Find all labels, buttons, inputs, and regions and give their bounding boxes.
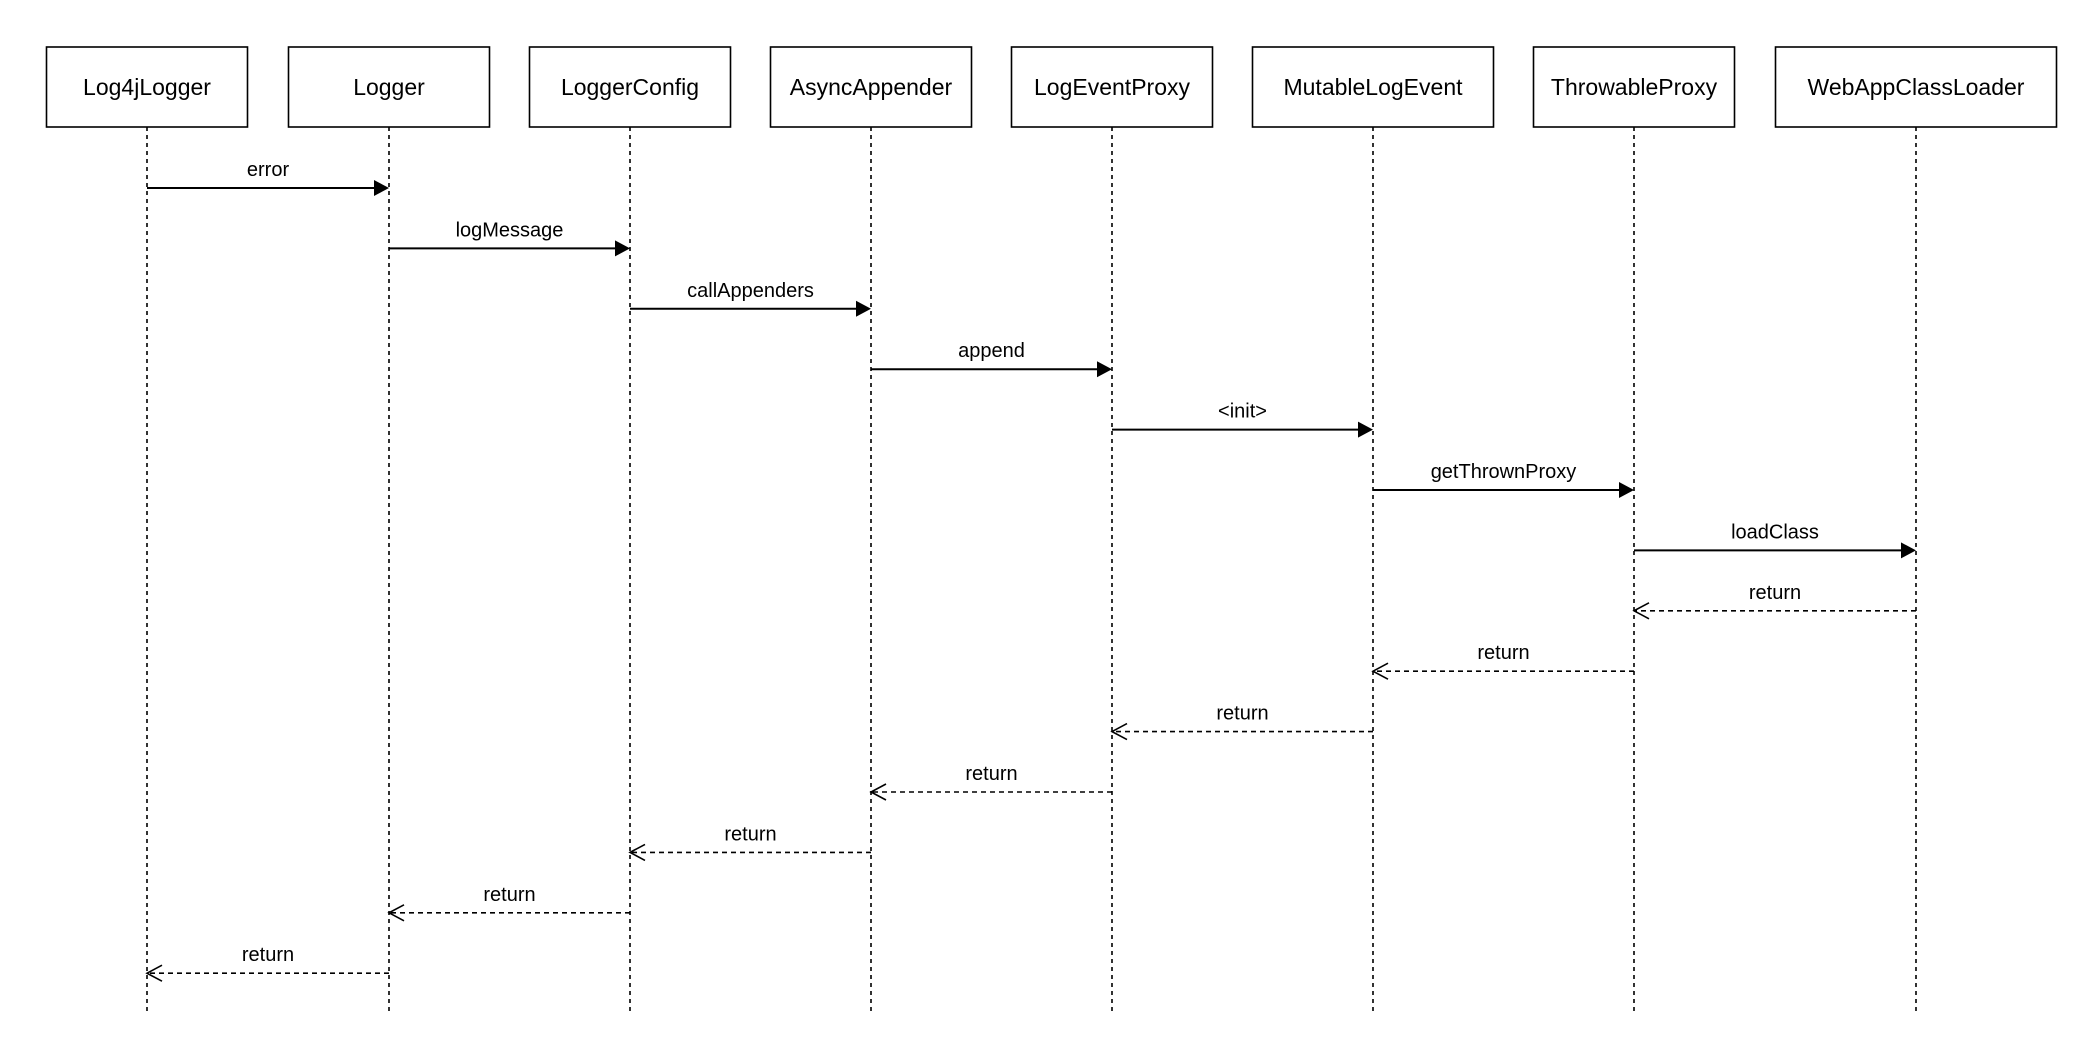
message-14: return xyxy=(145,944,389,982)
participant-box-loggerconfig xyxy=(528,46,732,128)
arrowhead-open-icon xyxy=(387,904,405,922)
messages-group: error logMessage callAppenders append <init>… xyxy=(145,159,1916,982)
participant-box-logger xyxy=(287,46,491,128)
message-7: loadClass xyxy=(1634,521,1916,559)
arrowhead-open-icon xyxy=(1632,602,1650,620)
participant-loggerconfig: LoggerConfig xyxy=(528,46,732,128)
participant-label-throwableproxy: ThrowableProxy xyxy=(1551,74,1718,100)
message-label: callAppenders xyxy=(687,280,814,302)
participant-label-logger: Logger xyxy=(353,74,425,100)
message-label: append xyxy=(958,340,1025,362)
message-1: error xyxy=(147,159,389,196)
message-label: <init> xyxy=(1218,401,1267,423)
message-5: <init> xyxy=(1112,401,1373,438)
arrowhead-open-icon xyxy=(869,783,887,801)
participant-throwableproxy: ThrowableProxy xyxy=(1532,46,1736,128)
message-label: return xyxy=(242,944,294,966)
arrowhead-filled-icon xyxy=(1358,421,1373,438)
arrowhead-open-icon xyxy=(1110,722,1128,741)
message-3: callAppenders xyxy=(630,280,871,317)
message-8: return xyxy=(1632,582,1916,620)
message-label: return xyxy=(1216,703,1268,725)
arrowhead-filled-icon xyxy=(1619,482,1634,498)
message-label: getThrownProxy xyxy=(1431,461,1577,483)
arrowhead-filled-icon xyxy=(1901,542,1916,559)
message-6: getThrownProxy xyxy=(1373,461,1634,498)
participant-box-log4jlogger xyxy=(45,46,249,128)
message-label: return xyxy=(483,884,535,906)
participant-box-throwableproxy xyxy=(1532,46,1736,128)
message-11: return xyxy=(869,763,1112,801)
message-label: error xyxy=(247,159,290,181)
participant-logger: Logger xyxy=(287,46,491,128)
participant-label-mutablelogevent: MutableLogEvent xyxy=(1283,74,1463,100)
message-label: return xyxy=(1749,582,1801,604)
message-label: return xyxy=(965,763,1017,785)
arrowhead-filled-icon xyxy=(1097,361,1112,378)
arrowhead-filled-icon xyxy=(374,180,389,196)
participant-label-asyncappender: AsyncAppender xyxy=(790,74,953,100)
participant-label-logeventproxy: LogEventProxy xyxy=(1034,74,1190,100)
message-4: append xyxy=(871,340,1112,378)
participant-logeventproxy: LogEventProxy xyxy=(1010,46,1214,128)
participant-log4jlogger: Log4jLogger xyxy=(45,46,249,128)
arrowhead-open-icon xyxy=(628,843,646,862)
message-label: return xyxy=(1477,642,1529,664)
arrowhead-filled-icon xyxy=(615,240,630,257)
arrowhead-filled-icon xyxy=(856,300,871,317)
participant-label-webappclassloader: WebAppClassLoader xyxy=(1808,74,2025,100)
participant-box-mutablelogevent xyxy=(1251,46,1495,128)
message-13: return xyxy=(387,884,630,922)
participant-label-log4jlogger: Log4jLogger xyxy=(83,74,211,100)
participant-mutablelogevent: MutableLogEvent xyxy=(1251,46,1495,128)
message-2: logMessage xyxy=(389,219,630,257)
lifelines-group xyxy=(146,127,1917,1012)
participants-group: Log4jLogger Logger LoggerConfig AsyncAppend… xyxy=(45,46,2058,128)
participant-box-asyncappender xyxy=(769,46,973,128)
participant-box-logeventproxy xyxy=(1010,46,1214,128)
participant-label-loggerconfig: LoggerConfig xyxy=(561,74,699,100)
participant-asyncappender: AsyncAppender xyxy=(769,46,973,128)
participant-webappclassloader: WebAppClassLoader xyxy=(1774,46,2058,128)
message-9: return xyxy=(1371,642,1634,680)
message-label: return xyxy=(724,823,776,845)
message-label: logMessage xyxy=(456,219,564,241)
participant-box-webappclassloader xyxy=(1774,46,2058,128)
message-12: return xyxy=(628,823,871,862)
message-10: return xyxy=(1110,703,1373,741)
message-label: loadClass xyxy=(1731,521,1819,543)
arrowhead-open-icon xyxy=(145,964,163,982)
arrowhead-open-icon xyxy=(1371,662,1389,680)
